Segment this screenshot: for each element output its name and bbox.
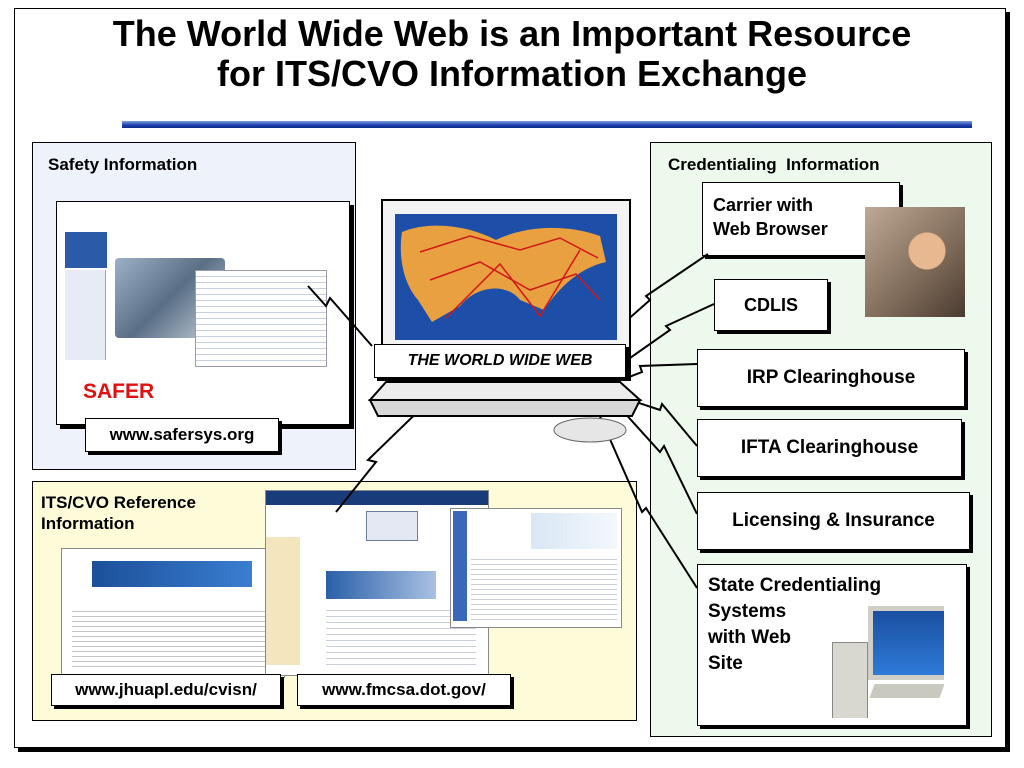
fmcsa-logo [366, 511, 418, 541]
slide-title: The World Wide Web is an Important Resou… [0, 14, 1024, 94]
licensing-text: Licensing & Insurance [732, 510, 935, 531]
jhuapl-url[interactable]: www.jhuapl.edu/cvisn/ [75, 680, 257, 699]
carrier-text: Carrier with Web Browser [713, 193, 828, 241]
state-line-3: with Web [708, 627, 792, 648]
safer-website-screenshot [63, 218, 333, 368]
its-logo [453, 511, 467, 621]
fmcsa-url[interactable]: www.fmcsa.dot.gov/ [322, 680, 486, 699]
its-banner [531, 513, 617, 549]
fmcsa-sidebar [266, 537, 300, 665]
cdlis-text: CDLIS [744, 294, 798, 315]
safety-panel: Safety Information SAFER www.safersys.or… [32, 142, 356, 470]
cvisn-body-text [72, 607, 272, 669]
safer-logo [65, 232, 107, 268]
title-rule [122, 121, 972, 128]
monitor-image [868, 606, 944, 680]
carrier-line-1: Carrier with [713, 195, 814, 215]
fmcsa-header [266, 491, 488, 505]
ifta-box: IFTA Clearinghouse [697, 419, 962, 477]
irp-text: IRP Clearinghouse [746, 367, 916, 388]
ifta-text: IFTA Clearinghouse [740, 437, 919, 458]
reference-label: ITS/CVO Reference Information [41, 492, 196, 534]
state-line-4: Site [708, 653, 743, 674]
credentialing-label: Credentialing Information [668, 155, 880, 174]
its-news-text [471, 555, 617, 621]
world-wide-web-label: THE WORLD WIDE WEB [407, 352, 593, 369]
reference-label-line-2: Information [41, 514, 135, 533]
irp-box: IRP Clearinghouse [697, 349, 965, 407]
state-line-1: State Credentialing [708, 575, 882, 596]
safersys-url[interactable]: www.safersys.org [109, 425, 255, 444]
safer-sidebar [65, 270, 106, 360]
its-screenshot [450, 508, 622, 628]
dot-banner [326, 571, 436, 599]
state-line-2: Systems [708, 601, 787, 622]
safer-data-form [195, 270, 327, 367]
safety-label: Safety Information [48, 155, 198, 174]
state-text: State Credentialing Systems with Web Sit… [708, 573, 881, 677]
computer-workstation-photo [828, 602, 944, 718]
tower-image [832, 642, 868, 718]
reference-label-line-1: ITS/CVO Reference [41, 493, 196, 512]
world-wide-web-label-box: THE WORLD WIDE WEB [374, 344, 626, 378]
jhuapl-cvisn-screenshot [61, 548, 285, 678]
cdlis-box: CDLIS [714, 279, 828, 331]
fmcsa-url-box[interactable]: www.fmcsa.dot.gov/ [297, 674, 511, 706]
title-line-2: for ITS/CVO Information Exchange [216, 53, 808, 94]
keyboard-image [869, 684, 944, 698]
safer-text: SAFER [83, 380, 155, 403]
licensing-box: Licensing & Insurance [697, 492, 970, 550]
title-line-1: The World Wide Web is an Important Resou… [112, 13, 912, 54]
safersys-url-box[interactable]: www.safersys.org [85, 418, 279, 452]
woman-at-computer-photo [865, 207, 965, 317]
reference-panel: ITS/CVO Reference Information www.jhuapl… [32, 481, 637, 721]
jhuapl-url-box[interactable]: www.jhuapl.edu/cvisn/ [51, 674, 281, 706]
carrier-line-2: Web Browser [713, 219, 828, 239]
cvisn-banner [92, 561, 252, 587]
safer-screenshot-frame: SAFER [56, 201, 350, 425]
